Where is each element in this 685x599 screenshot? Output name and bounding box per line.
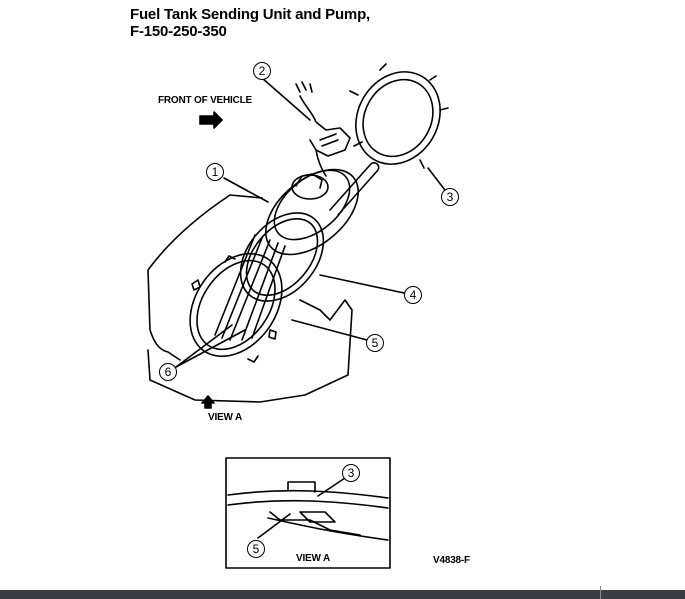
leader-5 xyxy=(291,319,368,341)
front-of-vehicle-label: FRONT OF VEHICLE xyxy=(158,95,253,106)
leader-6b xyxy=(175,329,246,368)
figure-code-label: V4838-F xyxy=(433,555,470,566)
inset-view-box xyxy=(225,457,391,569)
leader-2 xyxy=(261,77,311,121)
gasket-ring xyxy=(239,212,325,302)
pickup-tube xyxy=(329,161,380,216)
title-line-1: Fuel Tank Sending Unit and Pump, xyxy=(130,6,370,23)
callout-6: 6 xyxy=(159,363,177,381)
fuel-tank-outline xyxy=(147,194,353,403)
electrical-connector xyxy=(295,81,351,177)
toolbar-divider xyxy=(600,586,601,599)
inset-callout-5: 5 xyxy=(247,540,265,558)
view-a-arrow-icon xyxy=(201,395,215,409)
title-line-2: F-150-250-350 xyxy=(130,23,227,40)
leader-6a xyxy=(175,324,233,368)
diagram-title: Fuel Tank Sending Unit and Pump, F-150-2… xyxy=(130,6,370,40)
callout-1: 1 xyxy=(206,163,224,181)
bottom-toolbar xyxy=(0,590,685,599)
sending-unit-plate xyxy=(265,168,359,256)
leader-4 xyxy=(319,274,405,294)
lock-ring xyxy=(349,63,449,169)
front-arrow-icon xyxy=(199,111,223,129)
inset-view-a-label: VIEW A xyxy=(296,553,330,564)
inset-callout-3: 3 xyxy=(342,464,360,482)
callout-3: 3 xyxy=(441,188,459,206)
view-a-label: VIEW A xyxy=(208,412,242,423)
callout-2: 2 xyxy=(253,62,271,80)
callout-5: 5 xyxy=(366,334,384,352)
leader-1 xyxy=(223,177,269,203)
fuel-tubes xyxy=(214,234,286,341)
callout-4: 4 xyxy=(404,286,422,304)
tank-flange-ring xyxy=(189,252,283,358)
